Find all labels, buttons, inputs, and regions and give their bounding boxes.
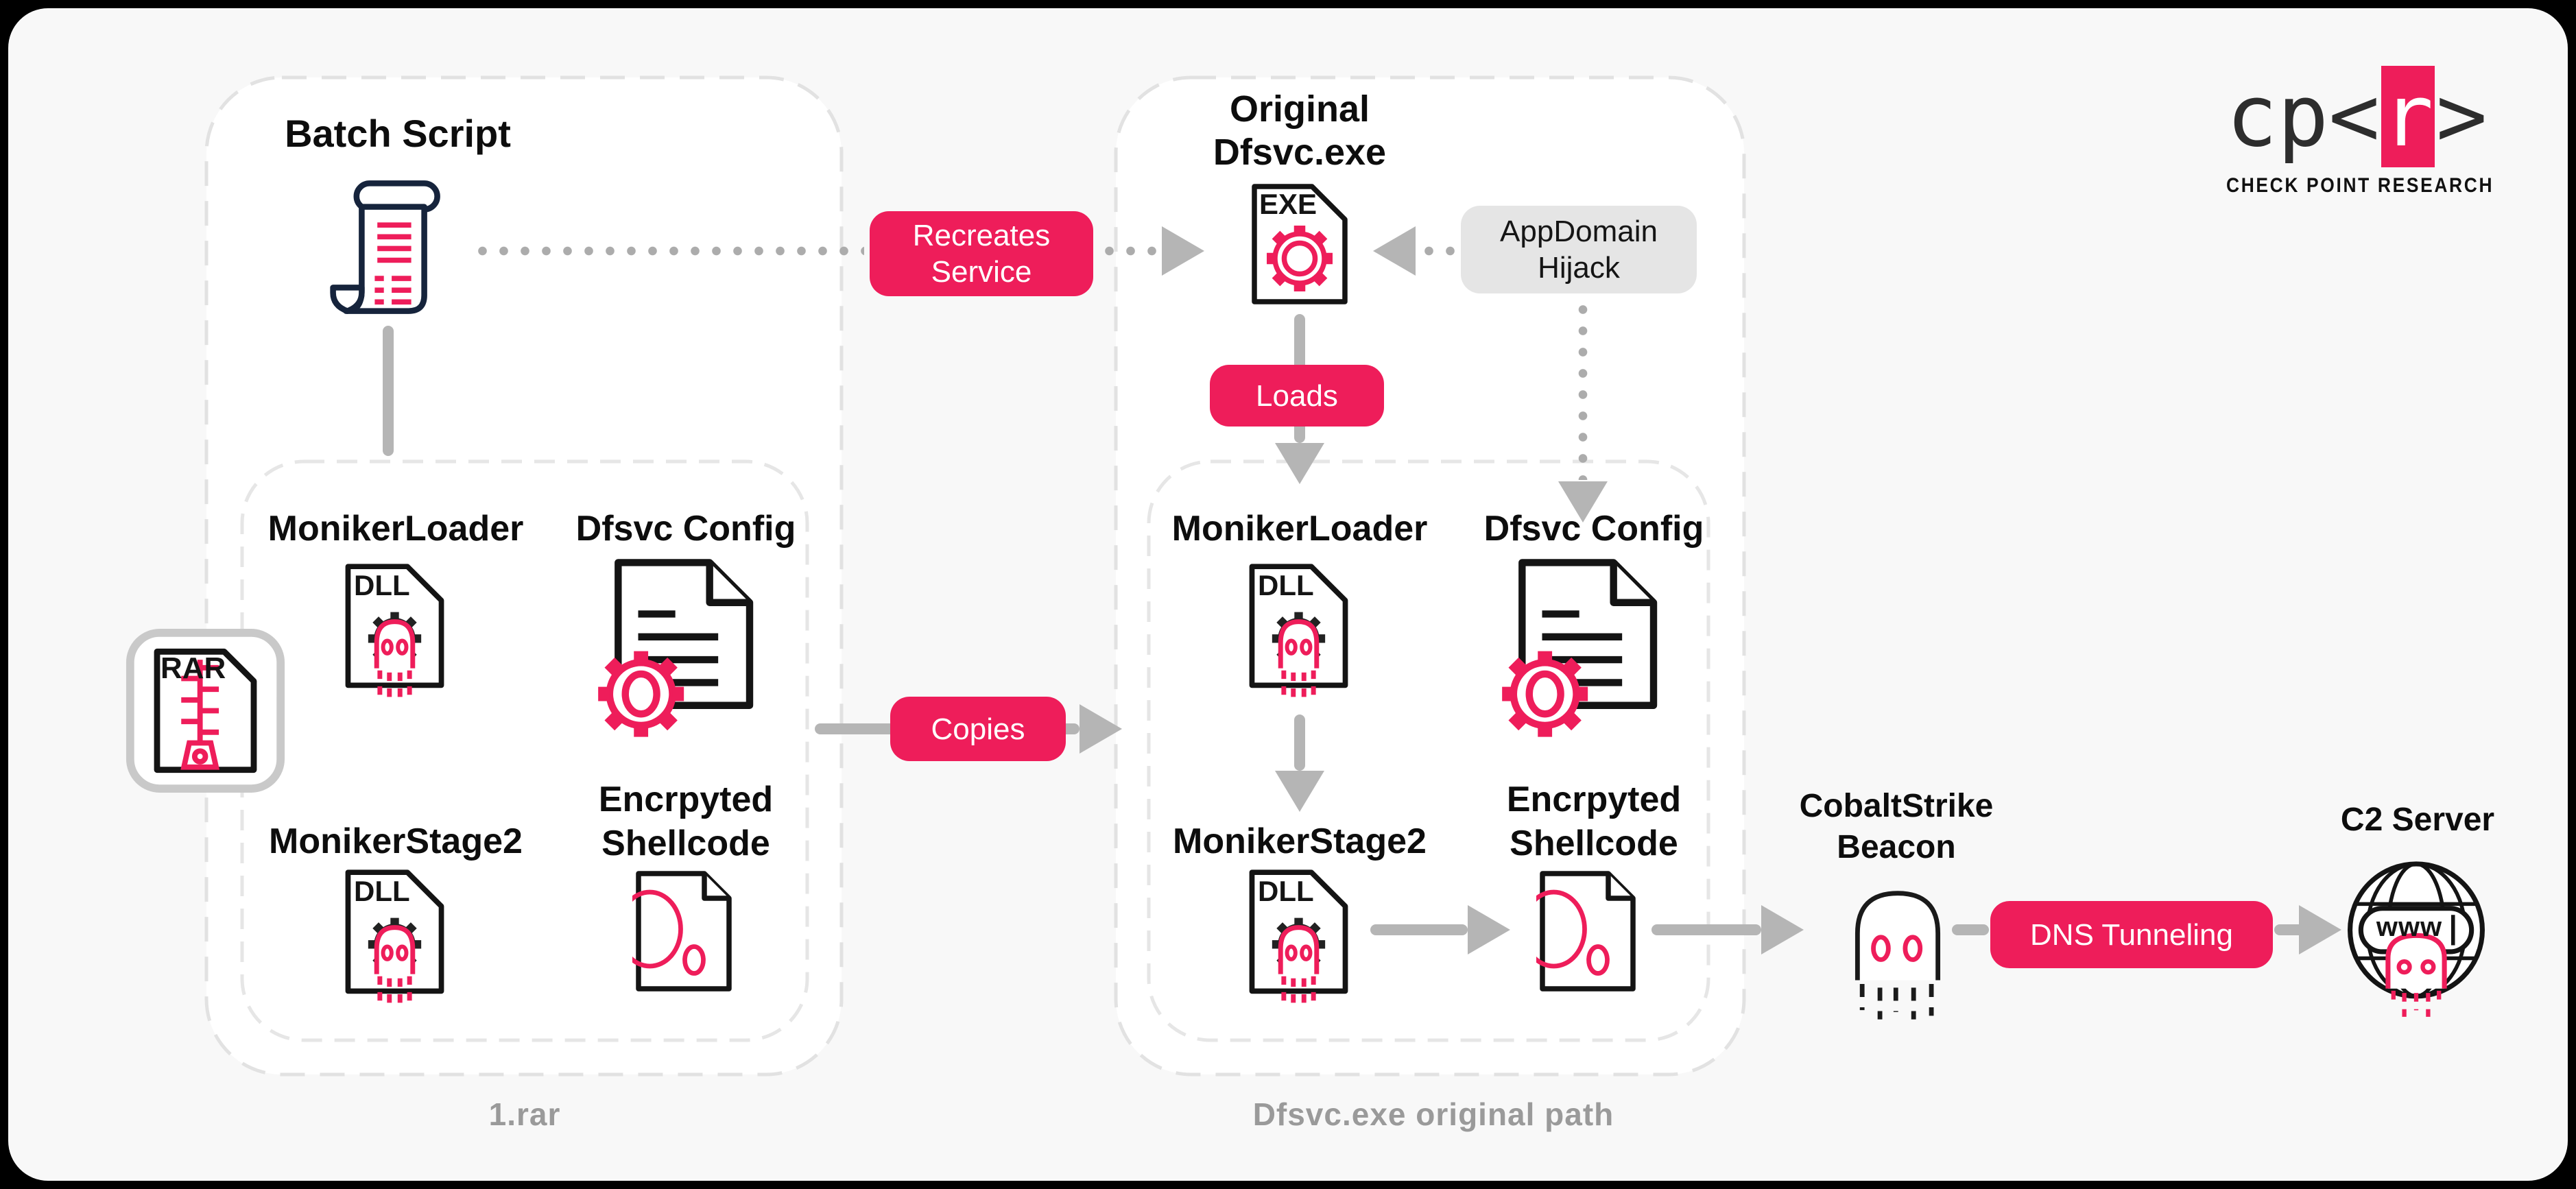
loads-label: Loads <box>1256 379 1338 413</box>
monikerloader-dll-icon-left: DLL <box>342 562 448 700</box>
monikerstage2-label-left: MonikerStage2 <box>269 821 523 861</box>
shellcode-to-beacon-line <box>1651 924 1761 935</box>
monikerstage2-dll-icon-right: DLL <box>1245 868 1352 1006</box>
rar-filetype-label: RAR <box>160 651 226 685</box>
c2-server-globe-icon: www <box>2346 858 2487 1032</box>
cpr-prefix: cp< <box>2226 67 2380 166</box>
arrowhead-into-monikerloader <box>1275 443 1324 484</box>
appdomain-hijack-line2: Hijack <box>1538 251 1620 285</box>
original-dfsvc-line2: Dfsvc.exe <box>1213 132 1387 173</box>
encrypted-shellcode-line2: Shellcode <box>1510 824 1678 863</box>
monikerloader-label-right: MonikerLoader <box>1171 509 1428 549</box>
arrowhead-into-monikerstage2 <box>1275 771 1324 812</box>
dotted-arrow-recreates-to-exe <box>1099 246 1159 256</box>
right-box-footer: Dfsvc.exe original path <box>1252 1096 1614 1132</box>
appdomain-hijack-badge: AppDomain Hijack <box>1461 206 1697 293</box>
dll-filetype-label: DLL <box>1258 875 1314 907</box>
dotted-arrow-appdomain-to-config <box>1578 299 1588 480</box>
encrypted-shellcode-line1: Encrpyted <box>1506 780 1682 819</box>
monikerstage2-label-right: MonikerStage2 <box>1173 821 1427 861</box>
original-dfsvc-exe-file-icon: EXE <box>1248 182 1351 306</box>
appdomain-hijack-line1: AppDomain <box>1500 215 1658 248</box>
dns-tunneling-label: DNS Tunneling <box>2030 917 2233 952</box>
www-label: www <box>2376 912 2443 942</box>
stage2-to-shellcode-line <box>1370 924 1468 935</box>
copies-arrowhead <box>1080 704 1122 754</box>
arrowhead-appdomain-to-exe <box>1373 226 1416 276</box>
dfsvc-config-label-left: Dfsvc Config <box>575 509 796 549</box>
shellcode-file-icon-left <box>632 869 735 993</box>
cpr-r-block: r <box>2381 66 2435 167</box>
right-inner-box <box>1147 459 1710 1042</box>
beacon-to-dns-line <box>1952 924 1989 935</box>
recreates-service-line2: Service <box>931 255 1032 289</box>
recreates-service-line1: Recreates <box>912 219 1051 252</box>
batch-script-label: Batch Script <box>285 112 511 155</box>
cpr-suffix: > <box>2435 67 2488 166</box>
arrowhead-into-config <box>1558 481 1608 523</box>
c2-server-label: C2 Server <box>2340 802 2495 838</box>
dns-tunneling-badge: DNS Tunneling <box>1990 901 2273 968</box>
exe-filetype-label: EXE <box>1259 188 1317 220</box>
copies-label: Copies <box>931 712 1025 746</box>
encrypted-shellcode-line2: Shellcode <box>601 824 770 863</box>
dll-filetype-label: DLL <box>354 875 410 907</box>
dotted-arrow-batch-to-recreates <box>472 246 864 256</box>
left-archive-box <box>204 75 844 1077</box>
monikerstage2-dll-icon-left: DLL <box>342 868 448 1006</box>
encrypted-shellcode-label-right: Encrpyted Shellcode <box>1450 778 1738 865</box>
loads-badge: Loads <box>1210 365 1384 427</box>
dfsvc-config-icon-right <box>1499 557 1671 743</box>
dfsvc-config-icon-left <box>595 557 767 743</box>
cobaltstrike-line2: Beacon <box>1837 829 1956 865</box>
connector-loader-to-stage2 <box>1294 714 1305 771</box>
encrypted-shellcode-line1: Encrpyted <box>598 780 774 819</box>
cpr-subtitle: CHECK POINT RESEARCH <box>2226 174 2494 197</box>
cpr-wordmark: cp<r> <box>2226 66 2514 167</box>
arrowhead-into-exe <box>1162 226 1204 276</box>
cobaltstrike-beacon-ghost-icon <box>1846 879 1949 1020</box>
encrypted-shellcode-label-left: Encrpyted Shellcode <box>542 778 830 865</box>
cobaltstrike-beacon-label: CobaltStrike Beacon <box>1763 786 2030 868</box>
cpr-r: r <box>2382 67 2434 166</box>
shellcode-file-icon-right <box>1536 869 1639 993</box>
dotted-arrow-appdomain-to-exe <box>1418 246 1461 256</box>
monikerloader-label-left: MonikerLoader <box>267 509 524 549</box>
copies-badge: Copies <box>890 697 1066 761</box>
left-box-footer: 1.rar <box>488 1096 561 1132</box>
cobaltstrike-line1: CobaltStrike <box>1799 788 1994 824</box>
dfsvc-config-label-right: Dfsvc Config <box>1483 509 1704 549</box>
stage2-to-shellcode-arrowhead <box>1468 905 1510 954</box>
check-point-research-logo: cp<r> CHECK POINT RESEARCH <box>2226 66 2514 197</box>
shellcode-to-beacon-arrowhead <box>1761 905 1804 954</box>
original-dfsvc-line1: Original <box>1229 88 1370 130</box>
dll-filetype-label: DLL <box>1258 569 1314 601</box>
batch-script-scroll-icon <box>328 176 458 319</box>
arrowhead-into-globe <box>2299 905 2341 954</box>
monikerloader-dll-icon-right: DLL <box>1245 562 1352 700</box>
original-dfsvc-label: Original Dfsvc.exe <box>1193 88 1406 174</box>
recreates-service-badge: Recreates Service <box>870 211 1093 296</box>
connector-scroll-to-inner-box <box>383 326 394 456</box>
dll-filetype-label: DLL <box>354 569 410 601</box>
